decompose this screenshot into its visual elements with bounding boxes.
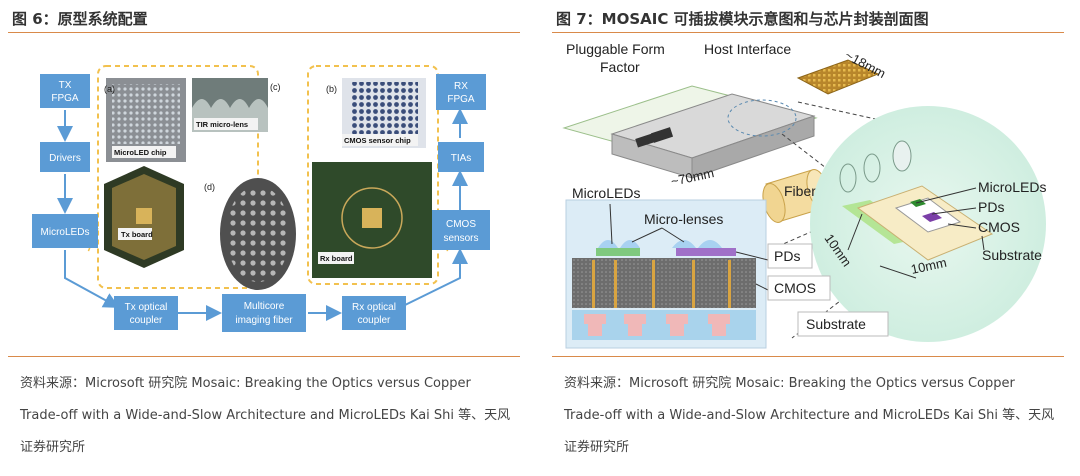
rx-board-photo: Rx board (312, 162, 432, 278)
pds-left-label: PDs (774, 248, 800, 264)
tias-label: TIAs (451, 153, 472, 164)
fiber-line2: imaging fiber (235, 315, 293, 326)
cmos-line2: sensors (443, 233, 478, 244)
figure-6-title: 图 6：原型系统配置 (12, 10, 148, 28)
microlenses-label: Micro-lenses (644, 211, 723, 227)
mosaic-module-figure: Pluggable Form Factor Host Interface ~18… (552, 38, 1064, 350)
figure-7-source: 资料来源：Microsoft 研究院 Mosaic: Breaking the … (564, 368, 1064, 464)
cmos-chip-photo: (b) CMOS sensor chip (326, 78, 426, 148)
cmos-left-label: CMOS (774, 280, 816, 296)
microled-chip-label: MicroLED chip (114, 148, 167, 157)
label-b: (b) (326, 84, 337, 94)
microleds-right-label: MicroLEDs (978, 179, 1046, 195)
mosaic-module-diagram: Pluggable Form Factor Host Interface ~18… (562, 41, 1046, 349)
source-line-2: Trade-off with a Wide-and-Slow Architect… (564, 408, 1055, 423)
microleds-label: MicroLEDs (41, 227, 90, 238)
tias-block: TIAs (438, 142, 484, 172)
pluggable-line2: Factor (600, 59, 640, 75)
tx-fpga-line1: TX (59, 80, 72, 91)
source-line-3: 证券研究所 (564, 440, 630, 455)
tx-board-label: Tx board (121, 230, 153, 239)
source-line-1: 资料来源：Microsoft 研究院 Mosaic: Breaking the … (564, 376, 1015, 391)
substrate-right-label: Substrate (982, 247, 1042, 263)
label-a: (a) (104, 84, 115, 94)
dim-10mm-b-label: 10mm (910, 255, 948, 277)
prototype-system-diagram: TX FPGA Drivers MicroLEDs Tx optical cou… (32, 65, 490, 332)
drivers-label: Drivers (49, 153, 81, 164)
fiber-label: Fiber (784, 183, 816, 199)
label-c: (c) (270, 82, 281, 92)
host-interface-label: Host Interface (704, 41, 791, 57)
figure-6-source: 资料来源：Microsoft 研究院 Mosaic: Breaking the … (20, 368, 520, 464)
rx-coupler-line2: coupler (358, 315, 391, 326)
cmos-right-label: CMOS (978, 219, 1020, 235)
microleds-block: MicroLEDs (32, 214, 98, 248)
drivers-block: Drivers (40, 142, 90, 172)
tx-board-photo: Tx board (104, 166, 184, 268)
tx-coupler-block: Tx optical coupler (114, 296, 178, 330)
rx-fpga-line1: RX (454, 81, 468, 92)
label-d: (d) (204, 182, 215, 192)
rx-fpga-block: RX FPGA (436, 74, 486, 110)
rx-coupler-block: Rx optical coupler (342, 296, 406, 330)
pluggable-module-drawing (562, 59, 880, 179)
substrate-left-label: Substrate (806, 316, 866, 332)
microled-chip-photo: (a) MicroLED chip (104, 78, 186, 162)
tx-coupler-line2: coupler (130, 315, 163, 326)
cmos-block: CMOS sensors (432, 210, 490, 250)
title-rule (552, 32, 1064, 33)
substrate-left-callout: Substrate (797, 311, 889, 337)
rx-fpga-line2: FPGA (447, 94, 475, 105)
source-line-2: Trade-off with a Wide-and-Slow Architect… (20, 408, 511, 423)
source-line-1: 资料来源：Microsoft 研究院 Mosaic: Breaking the … (20, 376, 471, 391)
cmos-chip-label: CMOS sensor chip (344, 136, 411, 145)
cmos-line1: CMOS (446, 219, 476, 230)
fiber-line1: Multicore (244, 301, 285, 312)
source-rule (8, 356, 520, 357)
tx-coupler-line1: Tx optical (125, 302, 168, 313)
chip-closeup-drawing (810, 106, 1046, 342)
tir-label: TIR micro-lens (196, 120, 248, 129)
pds-right-label: PDs (978, 199, 1004, 215)
prototype-system-figure: TX FPGA Drivers MicroLEDs Tx optical cou… (8, 38, 520, 350)
cmos-left-callout: CMOS (767, 275, 831, 301)
title-rule (8, 32, 520, 33)
tx-fpga-block: TX FPGA (40, 74, 90, 108)
fiber-block: Multicore imaging fiber (222, 294, 306, 332)
tir-microlens-photo: (c) TIR micro-lens (192, 78, 281, 132)
rx-board-label: Rx board (320, 254, 353, 263)
fiber-cross-section-photo: (d) (204, 178, 296, 290)
source-line-3: 证券研究所 (20, 440, 86, 455)
pluggable-line1: Pluggable Form (566, 41, 665, 57)
rx-coupler-line1: Rx optical (352, 302, 396, 313)
tx-fpga-line2: FPGA (51, 93, 79, 104)
pds-left-callout: PDs (767, 243, 813, 269)
microleds-left-label: MicroLEDs (572, 185, 640, 201)
source-rule (552, 356, 1064, 357)
figure-7-title: 图 7：MOSAIC 可插拔模块示意图和与芯片封装剖面图 (556, 10, 929, 28)
package-cross-section (565, 199, 767, 349)
